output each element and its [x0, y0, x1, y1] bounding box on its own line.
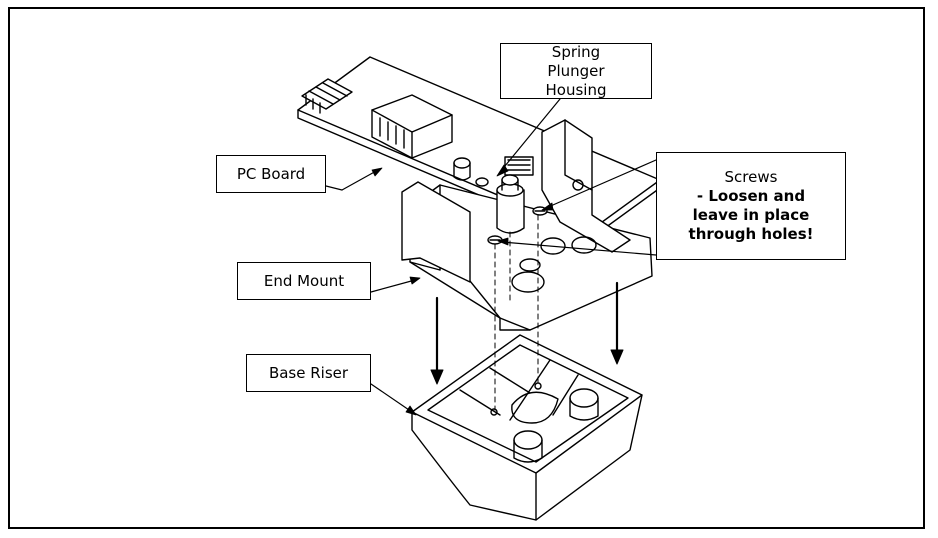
spring-plunger-part — [496, 174, 525, 234]
pc-board-label: PC Board — [216, 155, 326, 193]
screws-title: Screws — [724, 168, 778, 186]
spring-plunger-housing-text: Spring Plunger Housing — [545, 42, 607, 99]
screws-note-line-3: through holes! — [688, 225, 814, 243]
end-mount-text: End Mount — [263, 271, 345, 290]
board-relay — [371, 94, 453, 159]
board-connector — [301, 78, 353, 114]
screws-label: Screws - Loosen and leave in place throu… — [656, 152, 846, 260]
screws-note-line-2: leave in place — [692, 206, 810, 224]
screw-left — [487, 235, 503, 245]
screws-note-line-1: - Loosen and — [696, 187, 806, 205]
pc-board-text: PC Board — [236, 164, 306, 183]
diagram-frame — [8, 7, 925, 529]
alignment-lines — [494, 214, 539, 411]
assembly-arrows — [430, 281, 624, 385]
base-riser-part — [411, 334, 643, 521]
leader-lines — [325, 98, 657, 416]
base-riser-label: Base Riser — [246, 354, 371, 392]
end-mount-part — [401, 119, 653, 331]
base-riser-text: Base Riser — [268, 363, 349, 382]
spring-plunger-housing-label: Spring Plunger Housing — [500, 43, 652, 99]
end-mount-label: End Mount — [237, 262, 371, 300]
